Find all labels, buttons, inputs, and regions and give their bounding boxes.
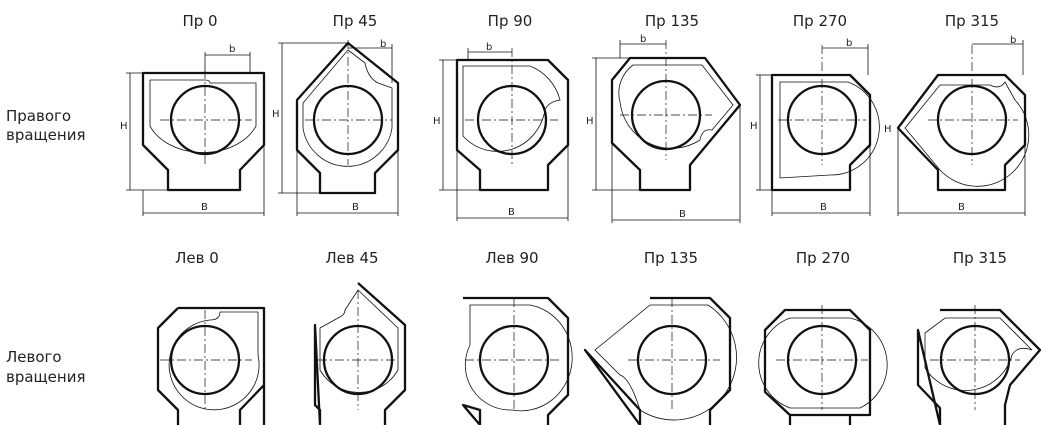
dim-offset-6: b	[1010, 35, 1016, 46]
fan-right-270: H B b	[750, 38, 880, 216]
fan-left-45	[313, 282, 407, 425]
dim-h-1: H	[120, 121, 128, 132]
dim-h-6: H	[884, 124, 892, 135]
dim-offset-3: b	[486, 42, 492, 53]
fan-right-135: H B b	[586, 34, 742, 223]
title-right-0: Пр 0	[182, 12, 217, 30]
dim-h-2: H	[272, 109, 280, 120]
dim-offset-5: b	[846, 38, 852, 49]
fan-left-315	[916, 305, 1041, 425]
title-right-315: Пр 315	[945, 12, 999, 30]
title-right-90: Пр 90	[488, 12, 533, 30]
title-left-270: Пр 270	[796, 249, 850, 267]
fan-right-315: H B b	[884, 35, 1030, 216]
row-label-right-2: вращения	[6, 126, 86, 144]
dim-h-5: H	[750, 121, 758, 132]
dim-h-3: H	[433, 116, 441, 127]
dim-b-2: B	[352, 202, 359, 213]
fan-left-90	[461, 296, 573, 425]
row-label-right-1: Правого	[6, 107, 71, 125]
title-left-90: Лев 90	[485, 249, 538, 267]
fan-right-90: H B b	[433, 42, 570, 221]
dim-b-6: B	[958, 202, 965, 213]
dim-b-1: B	[201, 202, 208, 213]
dim-b-4: B	[679, 209, 686, 220]
dim-b-3: B	[508, 207, 515, 218]
title-right-270: Пр 270	[793, 12, 847, 30]
title-right-45: Пр 45	[333, 12, 378, 30]
dim-offset-2: b	[380, 39, 386, 50]
fan-left-270	[758, 305, 888, 425]
dim-b-5: B	[820, 202, 827, 213]
fan-right-45: H B b	[272, 39, 400, 216]
title-left-0: Лев 0	[175, 249, 219, 267]
title-left-135: Пр 135	[644, 249, 698, 267]
dim-h-4: H	[586, 116, 594, 127]
fan-right-0: H B b	[120, 44, 266, 216]
fan-left-0	[156, 306, 266, 425]
dim-offset-4: b	[640, 34, 646, 45]
title-right-135: Пр 135	[645, 12, 699, 30]
fan-left-135	[583, 296, 737, 425]
row-label-left-1: Левого	[6, 348, 62, 366]
title-left-315: Пр 315	[953, 249, 1007, 267]
dim-offset-1: b	[229, 44, 235, 55]
row-label-left-2: вращения	[6, 368, 86, 386]
title-left-45: Лев 45	[325, 249, 378, 267]
